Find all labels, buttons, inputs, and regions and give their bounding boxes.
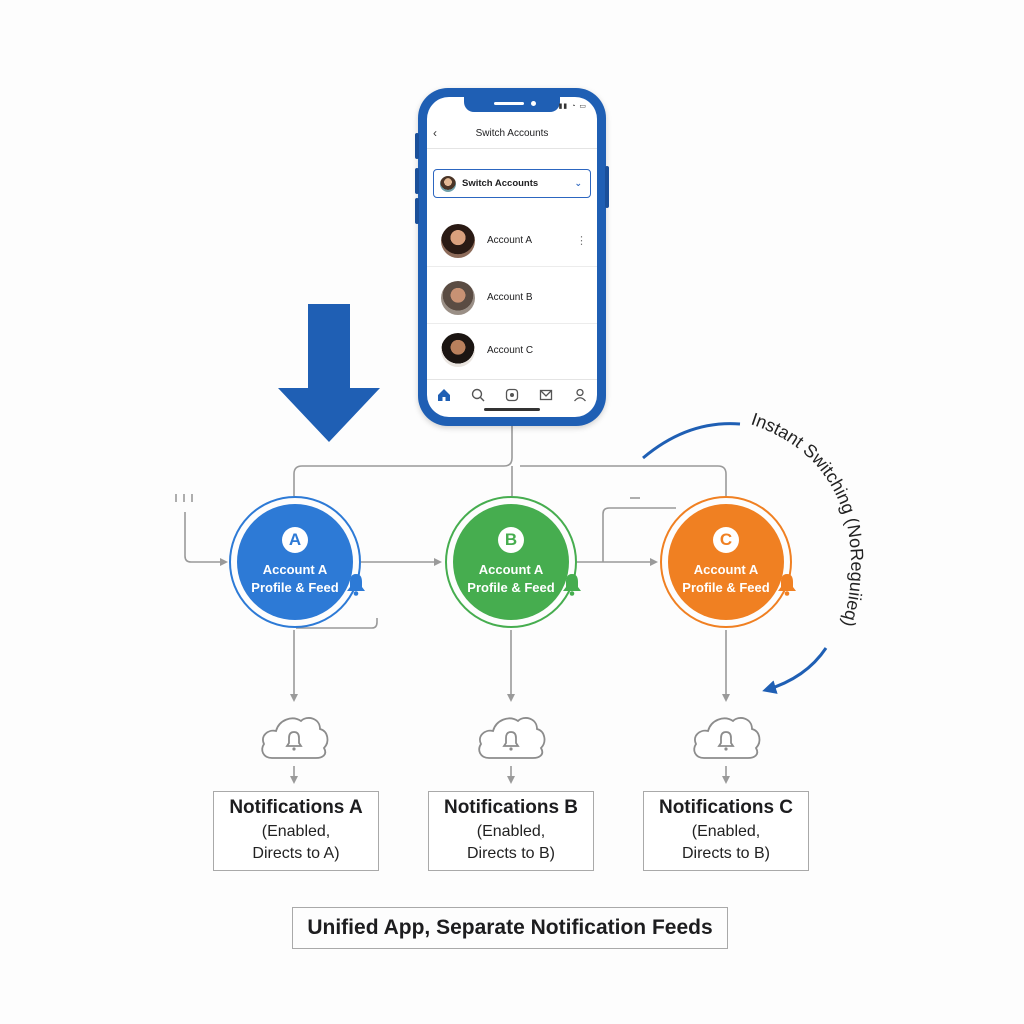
notifications-detail: Directs to B) xyxy=(681,845,770,862)
footer-caption: Unified App, Separate Notification Feeds xyxy=(292,907,728,949)
notifications-box-a: Notifications A (Enabled, Directs to A) xyxy=(213,791,379,871)
profile-letter-badge: A xyxy=(282,527,308,554)
bus-right-line xyxy=(520,465,727,496)
profile-disc: C Account A Profile & Feed xyxy=(668,504,784,620)
left-entry-arrow xyxy=(184,512,228,566)
bottom-tab-bar xyxy=(427,379,597,409)
back-icon[interactable]: ‹ xyxy=(433,126,437,140)
phone-side-button xyxy=(415,168,419,194)
app-header: ‹ Switch Accounts xyxy=(427,119,597,149)
curve-arrow-bottom xyxy=(762,647,828,694)
phone-side-button xyxy=(415,198,419,224)
profile-line1: Account A xyxy=(478,562,544,578)
more-options-icon[interactable]: ⋮ xyxy=(576,235,587,247)
camera-icon xyxy=(531,101,536,106)
profile-disc: B Account A Profile & Feed xyxy=(453,504,569,620)
account-label: Account B xyxy=(487,292,533,303)
notifications-detail: (Enabled, xyxy=(476,823,546,841)
profile-disc: A Account A Profile & Feed xyxy=(237,504,353,620)
notifications-box-c: Notifications C (Enabled, Directs to B) xyxy=(643,791,809,871)
bell-icon xyxy=(563,574,581,596)
profile-line1: Account A xyxy=(262,562,328,578)
profile-line1: Account A xyxy=(693,562,759,578)
switch-accounts-dropdown[interactable]: Switch Accounts ⌄ xyxy=(433,169,591,198)
left-tick-marks xyxy=(175,494,193,502)
notifications-detail: Directs to A) xyxy=(252,845,340,862)
profile-line2: Profile & Feed xyxy=(467,580,555,595)
notifications-detail: (Enabled, xyxy=(691,823,761,841)
cloud-bell-icon xyxy=(478,717,546,759)
bell-icon xyxy=(347,574,365,596)
phone-side-button xyxy=(415,133,419,159)
notifications-box-b: Notifications B (Enabled, Directs to B) xyxy=(428,791,594,871)
account-label: Account A xyxy=(487,235,533,246)
profile-icon[interactable] xyxy=(573,388,587,402)
phone-power-button xyxy=(605,166,609,208)
header-title: Switch Accounts xyxy=(475,128,549,139)
dropdown-label: Switch Accounts xyxy=(462,178,539,189)
big-down-arrow-icon xyxy=(278,304,380,442)
notifications-title: Notifications B xyxy=(443,797,579,819)
bell-icon xyxy=(778,574,796,596)
account-label: Account C xyxy=(487,344,534,356)
profile-line2: Profile & Feed xyxy=(251,580,339,595)
phone-mockup: ▮▮ ◔ ▭ ‹ Switch Accounts Switch Accounts… xyxy=(415,88,609,426)
account-row-c[interactable]: Account C xyxy=(427,324,597,376)
search-icon[interactable] xyxy=(471,388,485,402)
chevron-down-icon: ⌄ xyxy=(574,178,582,188)
avatar xyxy=(441,223,475,258)
profile-node-b: B Account A Profile & Feed xyxy=(445,496,581,628)
notifications-detail: Directs to B) xyxy=(466,845,555,862)
account-row-a[interactable]: Account A ⋮ xyxy=(427,215,597,267)
profile-letter-badge: B xyxy=(498,527,524,554)
notifications-detail: (Enabled, xyxy=(261,823,331,841)
phone-screen: ▮▮ ◔ ▭ ‹ Switch Accounts Switch Accounts… xyxy=(427,97,597,417)
cloud-bell-icon xyxy=(261,717,329,759)
notifications-title: Notifications C xyxy=(658,797,794,819)
profile-line2: Profile & Feed xyxy=(682,580,770,595)
reels-icon[interactable] xyxy=(505,388,519,402)
speaker-icon xyxy=(494,102,524,105)
curve-arrow-top xyxy=(642,422,741,460)
notifications-title: Notifications A xyxy=(229,797,363,819)
account-row-b[interactable]: Account B xyxy=(427,272,597,324)
home-icon[interactable] xyxy=(437,388,451,402)
cloud-bell-icon xyxy=(693,717,761,759)
profile-node-a: A Account A Profile & Feed xyxy=(229,496,365,628)
profile-node-c: C Account A Profile & Feed xyxy=(660,496,796,628)
avatar xyxy=(441,280,475,315)
profile-letter-badge: C xyxy=(713,527,739,554)
footer-text: Unified App, Separate Notification Feeds xyxy=(307,916,713,939)
status-bar-icons: ▮▮ ◔ ▭ xyxy=(558,103,587,110)
phone-notch xyxy=(464,97,560,112)
current-account-avatar xyxy=(440,175,456,192)
home-indicator xyxy=(484,408,540,411)
inbox-icon[interactable] xyxy=(539,388,553,402)
avatar xyxy=(441,333,475,367)
